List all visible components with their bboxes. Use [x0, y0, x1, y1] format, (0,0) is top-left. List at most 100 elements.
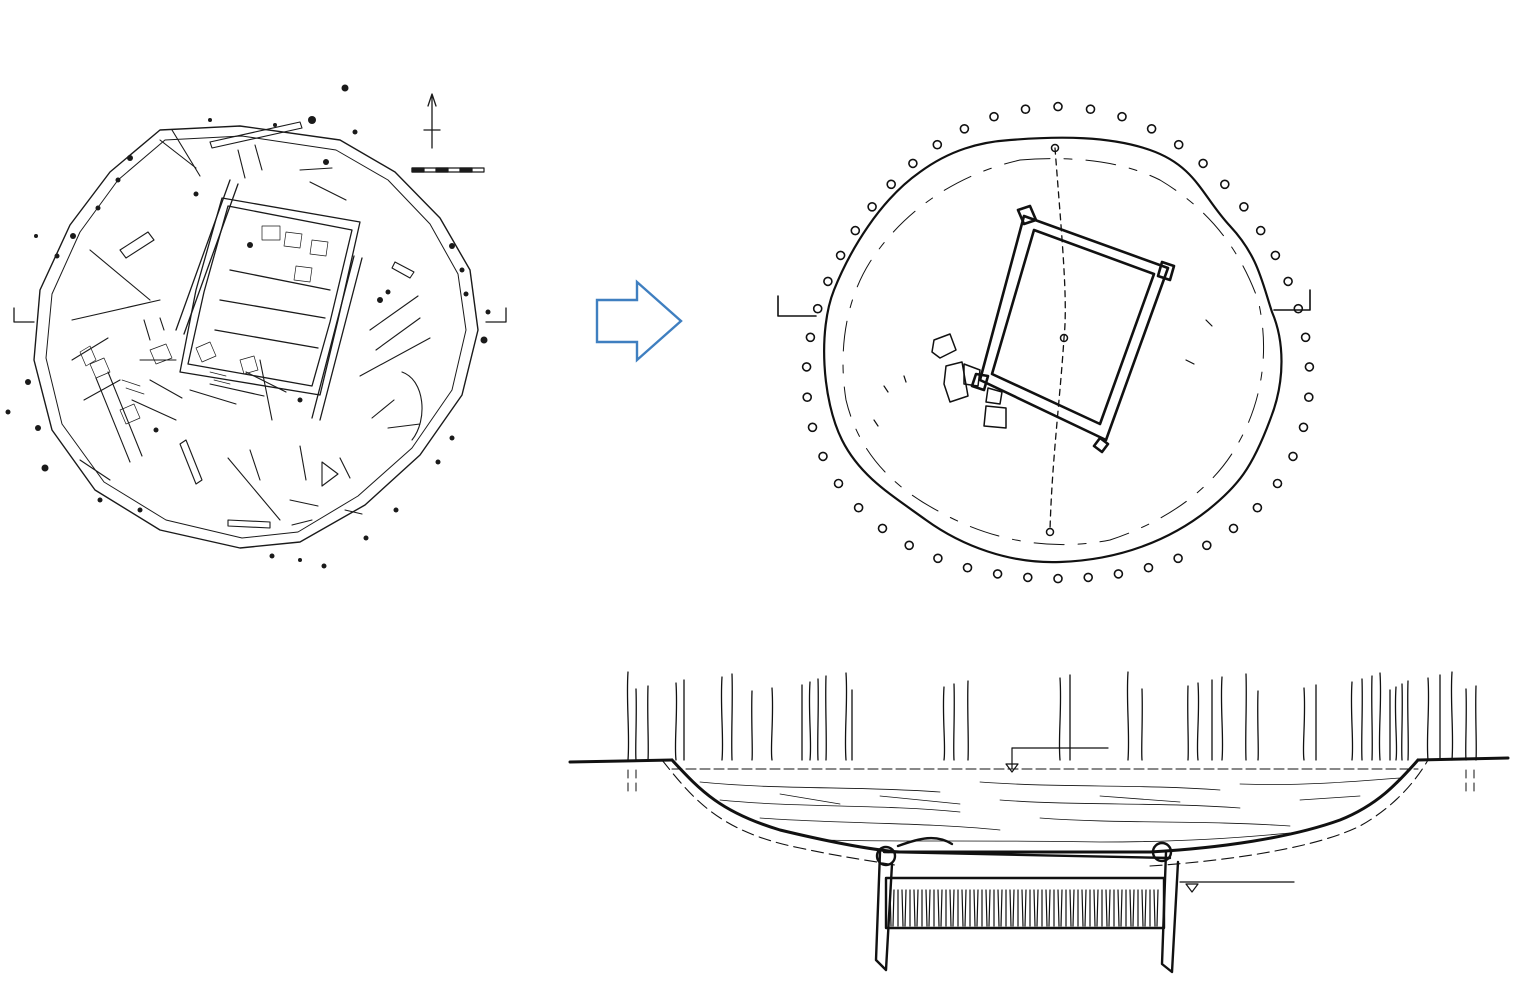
- section-marker-left: [777, 295, 817, 317]
- post-hole: [1053, 573, 1063, 584]
- tree-trunk: [808, 681, 812, 761]
- post-hole: [1202, 540, 1212, 551]
- tree-trunk: [1220, 676, 1224, 761]
- tree-trunk: [1465, 688, 1467, 761]
- hatch-line: [973, 889, 976, 927]
- hatch-line: [988, 889, 991, 927]
- post-hole: [867, 202, 877, 212]
- post-hole: [833, 478, 844, 489]
- tree-trunk: [1141, 688, 1143, 761]
- section-line: [1049, 147, 1066, 531]
- post-hole: [908, 158, 918, 169]
- tree-trunk: [1450, 671, 1454, 761]
- post-hole: [1113, 569, 1124, 579]
- tree-trunk: [647, 685, 649, 761]
- well-box: [874, 836, 1180, 974]
- post-hole: [1198, 158, 1208, 169]
- ground-surface: [568, 756, 1510, 764]
- hatch-line: [952, 889, 955, 927]
- post-hole: [877, 523, 888, 534]
- post-hole: [818, 451, 828, 462]
- post-hole: [1143, 562, 1154, 573]
- hatch-line: [1021, 889, 1024, 927]
- post-hole: [853, 502, 864, 513]
- post-hole: [802, 392, 813, 403]
- tree-trunk: [770, 687, 774, 761]
- post-hole: [1252, 502, 1263, 513]
- post-hole: [805, 332, 816, 343]
- post-hole: [812, 303, 823, 314]
- hatch-line: [940, 889, 943, 927]
- reconstruction-plan: [777, 101, 1315, 584]
- tree-trunk: [817, 678, 819, 761]
- excavation-plan: [5, 84, 507, 569]
- post-hole: [1239, 202, 1249, 212]
- tree-trunk: [635, 688, 637, 761]
- post-hole: [1083, 572, 1093, 583]
- post-hole: [992, 569, 1003, 579]
- tree-trunk: [825, 675, 827, 761]
- square-timber-frame: [970, 204, 1176, 454]
- collapsed-timber-frame: [175, 179, 363, 421]
- section-point-top: [1050, 143, 1060, 153]
- water-level-marker-icon: [1005, 747, 1109, 773]
- hatch-line: [937, 889, 940, 927]
- hatch-line: [961, 889, 964, 927]
- post-hole: [886, 179, 897, 190]
- hatch-line: [1105, 889, 1108, 927]
- hatch-line: [949, 889, 952, 927]
- hatch-line: [1141, 889, 1144, 927]
- hatch-line: [964, 889, 967, 927]
- scattered-timbers: [71, 121, 431, 529]
- post-hole: [823, 276, 833, 287]
- transform-arrow-icon: [595, 279, 683, 363]
- post-hole: [1272, 478, 1283, 489]
- post-hole: [989, 111, 999, 122]
- tree-trunk: [844, 672, 848, 761]
- tree-trunk: [1401, 683, 1403, 761]
- hatch-line: [901, 889, 904, 927]
- tree-trunk: [1126, 671, 1130, 761]
- inner-water-marker-icon: [1179, 881, 1295, 893]
- post-hole: [801, 362, 812, 372]
- hatch-line: [913, 889, 916, 927]
- hatch-line: [1012, 889, 1015, 927]
- hatch-line: [904, 889, 907, 927]
- tree-trunk: [1257, 690, 1259, 761]
- pit-outline-outer: [33, 125, 479, 549]
- tree-trunk: [953, 683, 955, 761]
- post-hole: [1220, 179, 1230, 190]
- hatch-line: [892, 889, 895, 927]
- hatch-line: [889, 889, 892, 927]
- post-hole: [1146, 124, 1157, 134]
- tree-trunks: [626, 671, 1477, 761]
- hatch-line: [1072, 889, 1075, 927]
- post-hole: [1085, 104, 1096, 114]
- basin-outer-contour: [661, 759, 1429, 867]
- post-hole: [1228, 523, 1239, 534]
- hatch-line: [928, 889, 931, 927]
- tree-trunk: [1426, 677, 1430, 761]
- post-hole: [1293, 303, 1304, 314]
- post-hole: [850, 225, 861, 236]
- hatch-line: [1045, 889, 1048, 927]
- post-hole: [1283, 276, 1293, 287]
- north-arrow-icon: [423, 93, 441, 149]
- hatch-line: [1120, 889, 1123, 927]
- section-marker-left: [13, 307, 35, 323]
- hatch-line: [976, 889, 979, 927]
- post-hole: [1255, 225, 1266, 236]
- tree-trunk: [1196, 682, 1200, 761]
- tree-trunk: [720, 676, 724, 761]
- hatch-line: [1129, 889, 1132, 927]
- tree-trunk: [626, 671, 630, 761]
- hatch-line: [1153, 889, 1156, 927]
- tree-trunk: [1058, 677, 1062, 761]
- debris-hatching: [79, 225, 329, 425]
- tree-trunk: [1350, 681, 1354, 761]
- basin-profile: [670, 758, 1420, 854]
- post-hole: [1117, 111, 1127, 122]
- post-hole: [959, 124, 970, 134]
- hatch-line: [1024, 889, 1027, 927]
- post-hole: [1300, 332, 1311, 343]
